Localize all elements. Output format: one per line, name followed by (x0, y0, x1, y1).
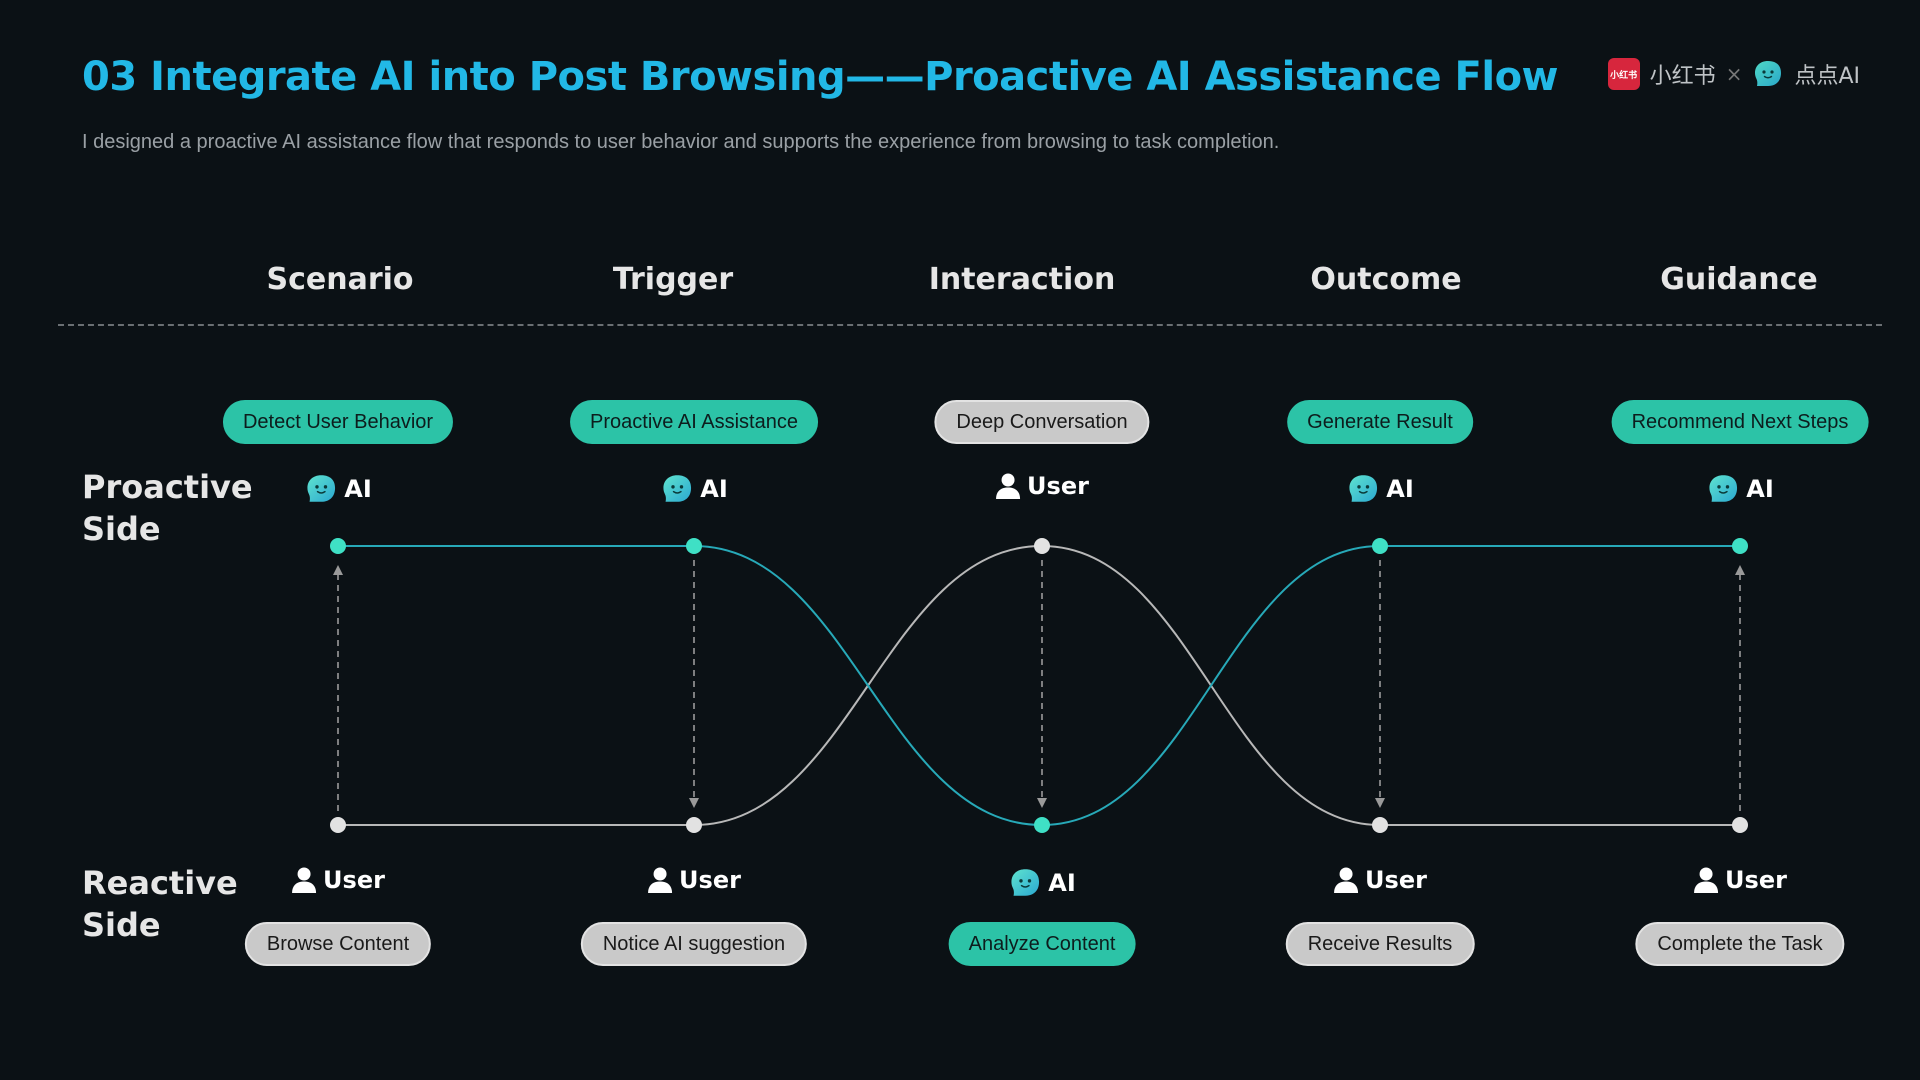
reactive-flow-line (338, 544, 1740, 826)
stage-header-outcome: Outcome (1310, 262, 1462, 297)
proactive_row-actor-4: AI (1706, 472, 1774, 506)
user-icon (292, 867, 317, 893)
reactive_row-pill-4: Complete the Task (1635, 922, 1845, 966)
proactive_row-actor-2: User (995, 472, 1089, 500)
user-icon (648, 867, 673, 893)
reactive-node-2 (1034, 817, 1050, 833)
ai-logo-icon (1755, 61, 1782, 86)
proactive-node-0 (330, 538, 346, 554)
proactive-node-4 (1732, 538, 1748, 554)
reactive-node-0 (330, 817, 346, 833)
user-icon (996, 473, 1021, 499)
page-subtitle: I designed a proactive AI assistance flo… (82, 131, 1280, 153)
proactive_row-pill-4: Recommend Next Steps (1611, 400, 1869, 444)
reactive-node-3 (1372, 817, 1388, 833)
user-icon (1694, 867, 1719, 893)
stage-header-trigger: Trigger (612, 262, 734, 297)
ai-icon (1709, 475, 1738, 502)
brand-lockup: 小红书 小红书 × 点点AI (1607, 58, 1860, 90)
actor-label: User (323, 866, 385, 894)
actor-label: AI (1746, 475, 1774, 503)
reactive_row-pill-1: Notice AI suggestion (580, 922, 808, 966)
actor-label: User (1027, 472, 1089, 500)
reactive_row-pill-0: Browse Content (244, 922, 432, 966)
reactive_row-pill-3: Receive Results (1285, 922, 1475, 966)
proactive_row-actor-1: AI (660, 472, 728, 506)
actor-label: User (1365, 866, 1427, 894)
brand-separator: × (1725, 62, 1743, 86)
proactive-node-1 (686, 538, 702, 554)
proactive-node-2 (1034, 538, 1050, 554)
header-divider (58, 324, 1882, 326)
proactive-flow-line (338, 545, 1740, 827)
reactive_row-actor-2: AI (1008, 866, 1076, 900)
reactive-node-1 (686, 817, 702, 833)
proactive_row-actor-0: AI (304, 472, 372, 506)
xiaohongshu-brand-name: 小红书 (1649, 64, 1716, 89)
ai-icon (663, 475, 692, 502)
reactive_row-actor-0: User (291, 866, 385, 894)
proactive_row-actor-3: AI (1346, 472, 1414, 506)
proactive_row-pill-3: Generate Result (1287, 400, 1473, 444)
actor-label: AI (344, 475, 372, 503)
actor-label: AI (1048, 869, 1076, 897)
proactive_row-pill-1: Proactive AI Assistance (570, 400, 818, 444)
ai-icon (1011, 869, 1040, 896)
actor-label: AI (1386, 475, 1414, 503)
actor-label: User (679, 866, 741, 894)
reactive_row-actor-1: User (647, 866, 741, 894)
proactive_row-pill-0: Detect User Behavior (222, 400, 454, 444)
reactive_row-actor-4: User (1693, 866, 1787, 894)
side-label-line: Reactive (82, 864, 238, 902)
reactive_row-pill-2: Analyze Content (948, 922, 1136, 966)
xiaohongshu-logo-icon: 小红书 (1607, 58, 1640, 90)
stage-header-guidance: Guidance (1660, 262, 1818, 297)
user-icon (1334, 867, 1359, 893)
actor-label: AI (700, 475, 728, 503)
proactive_row-pill-2: Deep Conversation (934, 400, 1150, 444)
reactive-node-4 (1732, 817, 1748, 833)
stage-header-interaction: Interaction (928, 262, 1116, 297)
page-title: 03 Integrate AI into Post Browsing——Proa… (82, 54, 1559, 100)
ai-icon (1349, 475, 1378, 502)
side-label-line: Proactive (82, 468, 253, 506)
actor-label: User (1725, 866, 1787, 894)
side-label-line: Side (82, 510, 161, 548)
side-label-line: Side (82, 906, 161, 944)
reactive_row-actor-3: User (1333, 866, 1427, 894)
ai-icon (307, 475, 336, 502)
proactive-node-3 (1372, 538, 1388, 554)
stage-header-scenario: Scenario (266, 262, 414, 297)
ai-brand-name: 点点AI (1794, 64, 1860, 89)
